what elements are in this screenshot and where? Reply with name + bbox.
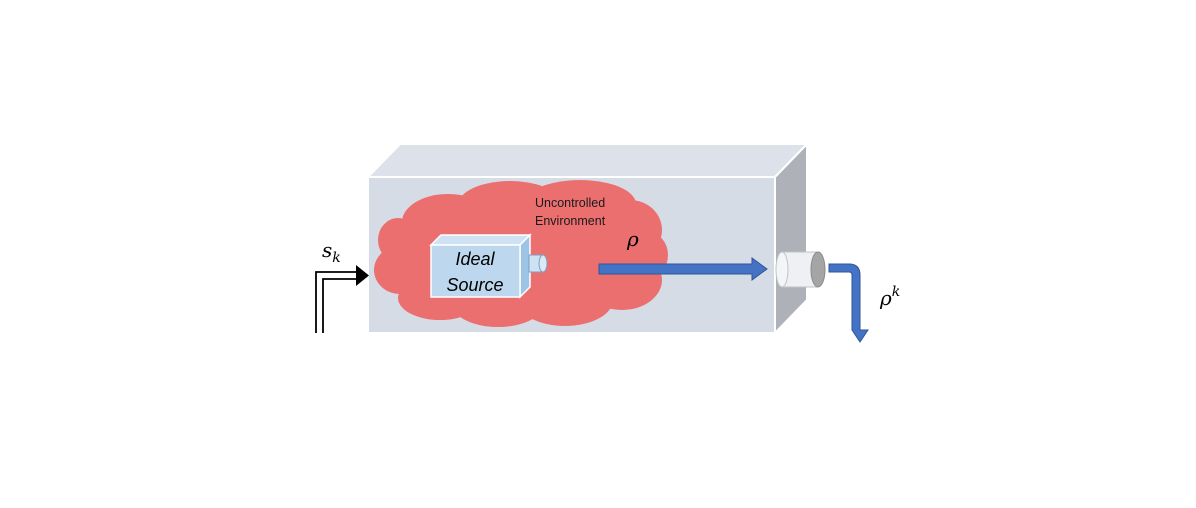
source-label-line2: Source [446,275,503,295]
state-arrow [598,257,768,281]
input-subscript: k [332,250,340,266]
environment-label-line1: Uncontrolled [535,196,605,210]
state-label: ρ [626,227,639,251]
output-arrow [828,263,869,343]
environment-label-line2: Environment [535,214,606,228]
source-label-line1: Ideal [455,249,495,269]
output-superscript: k [892,284,900,300]
output-symbol: ρ [879,286,892,310]
input-symbol: s [322,238,332,262]
box-top-face [365,143,810,178]
input-arrow [315,271,356,333]
output-label: ρk [879,284,900,310]
source-nozzle [528,254,548,273]
ideal-source-box [429,233,532,299]
input-label: sk [322,238,341,266]
input-arrowhead [356,265,369,286]
box-side-face [774,141,808,336]
output-port [775,251,826,288]
